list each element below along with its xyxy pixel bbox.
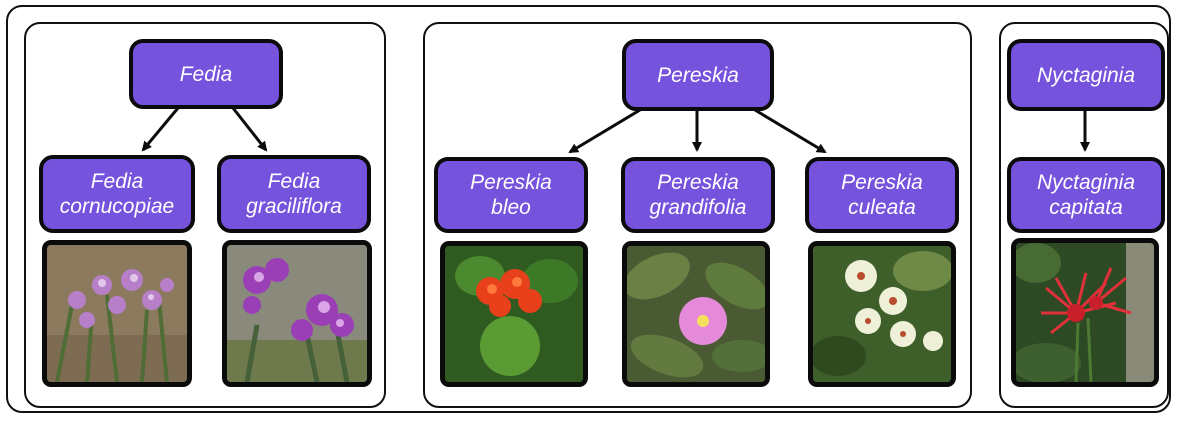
white-flower-photo bbox=[808, 241, 956, 387]
orange-red-flower-photo bbox=[440, 241, 588, 387]
node-nyctaginia: Nyctaginia bbox=[1007, 39, 1165, 111]
red-spider-flower-photo bbox=[1011, 238, 1159, 387]
node-pereskia: Pereskia bbox=[622, 39, 774, 111]
purple-flower-cluster-photo bbox=[222, 240, 372, 387]
node-fedia: Fedia bbox=[129, 39, 283, 109]
purple-flower-cluster-photo bbox=[42, 240, 192, 387]
pink-flower-photo bbox=[622, 241, 770, 387]
